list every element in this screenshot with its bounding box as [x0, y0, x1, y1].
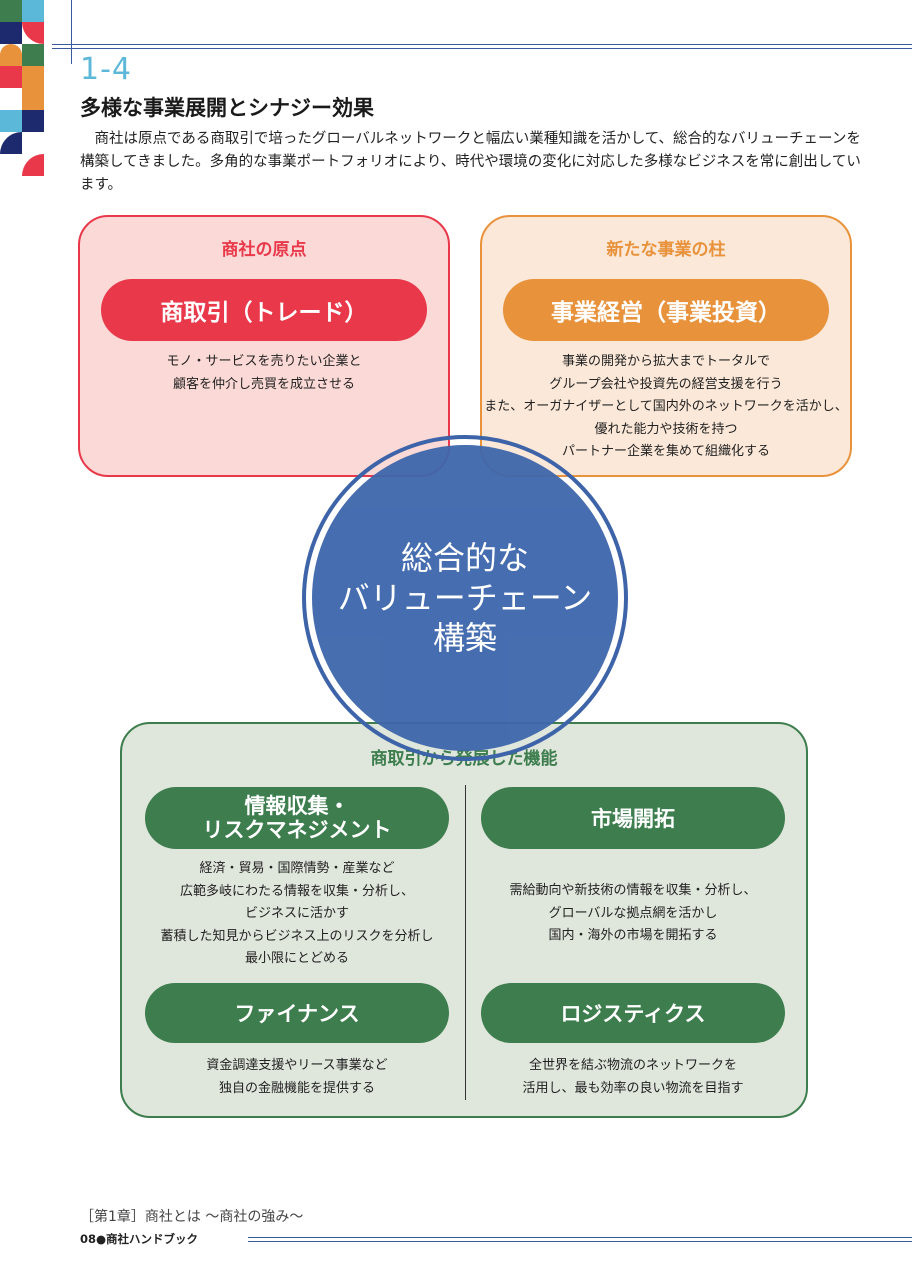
- logistics-pill: ロジスティクス: [481, 983, 785, 1043]
- origin-line: 顧客を仲介し売買を成立させる: [172, 376, 355, 392]
- functions-divider: [465, 785, 466, 1100]
- origin-description: モノ・サービスを売りたい企業と 顧客を仲介し売買を成立させる: [80, 351, 448, 396]
- pillar-box: 新たな事業の柱 事業経営（事業投資） 事業の開発から拡大までトータルで グループ…: [480, 215, 852, 477]
- info-line: 経済・貿易・国際情勢・産業など: [199, 861, 395, 876]
- market-pill: 市場開拓: [481, 787, 785, 849]
- info-pill-line: 情報収集・: [244, 794, 350, 818]
- pillar-line: 優れた能力や技術を持つ: [594, 421, 738, 437]
- info-line: 最小限にとどめる: [244, 951, 349, 966]
- center-circle-ring: [302, 435, 628, 761]
- trade-pill: 商取引（トレード）: [101, 279, 427, 341]
- pillar-heading: 新たな事業の柱: [606, 240, 726, 260]
- corner-decoration: [0, 0, 44, 176]
- center-line: 総合的な: [400, 539, 529, 577]
- logistics-line: 活用し、最も効率の良い物流を目指す: [522, 1080, 744, 1096]
- finance-line: 資金調達支援やリース事業など: [206, 1058, 388, 1073]
- pillar-line: 事業の開発から拡大までトータルで: [561, 354, 770, 369]
- header-rule-2: [52, 48, 912, 49]
- market-line: グローバルな拠点網を活かし: [548, 905, 718, 921]
- pillar-description: 事業の開発から拡大までトータルで グループ会社や投資先の経営支援を行う また、オ…: [482, 351, 850, 464]
- intro-paragraph: 商社は原点である商取引で培ったグローバルネットワークと幅広い業種知識を活かして、…: [80, 131, 861, 193]
- market-line: 需給動向や新技術の情報を収集・分析し、: [509, 883, 757, 898]
- header-rule: [52, 44, 912, 45]
- pillar-line: また、オーガナイザーとして国内外のネットワークを活かし、: [484, 399, 848, 414]
- market-description: 需給動向や新技術の情報を収集・分析し、 グローバルな拠点網を活かし 国内・海外の…: [458, 880, 808, 948]
- section-number: 1-4: [80, 52, 132, 87]
- center-line: バリューチェーン: [337, 579, 593, 617]
- finance-pill: ファイナンス: [145, 983, 449, 1043]
- market-line: 国内・海外の市場を開拓する: [548, 928, 718, 943]
- pillar-line: グループ会社や投資先の経営支援を行う: [549, 376, 783, 392]
- functions-box: 商取引から発展した機能 情報収集・ リスクマネジメント 経済・貿易・国際情勢・産…: [120, 722, 808, 1118]
- footer-rule: [248, 1237, 912, 1238]
- info-line: 蓄積した知見からビジネス上のリスクを分析し: [160, 928, 434, 944]
- info-line: ビジネスに活かす: [244, 906, 349, 921]
- origin-line: モノ・サービスを売りたい企業と: [166, 354, 362, 369]
- info-line: 広範多岐にわたる情報を収集・分析し、: [179, 883, 414, 899]
- finance-description: 資金調達支援やリース事業など 独自の金融機能を提供する: [122, 1055, 472, 1100]
- value-chain-circle: 総合的な バリューチェーン 構築: [312, 445, 618, 751]
- origin-heading: 商社の原点: [221, 240, 307, 260]
- pillar-line: パートナー企業を集めて組織化する: [561, 444, 770, 459]
- footer-rule-2: [248, 1241, 912, 1242]
- info-risk-pill: 情報収集・ リスクマネジメント: [145, 787, 449, 849]
- page-number: 08●商社ハンドブック: [80, 1232, 199, 1246]
- origin-box: 商社の原点 商取引（トレード） モノ・サービスを売りたい企業と 顧客を仲介し売買…: [78, 215, 450, 477]
- info-description: 経済・貿易・国際情勢・産業など 広範多岐にわたる情報を収集・分析し、 ビジネスに…: [122, 858, 472, 971]
- logistics-line: 全世界を結ぶ物流のネットワークを: [528, 1058, 737, 1073]
- finance-line: 独自の金融機能を提供する: [218, 1080, 375, 1096]
- chapter-label: ［第1章］商社とは ～商社の強み～: [80, 1209, 304, 1225]
- section-title: 多様な事業展開とシナジー効果: [80, 96, 374, 120]
- header-vertical-rule: [71, 0, 72, 64]
- business-management-pill: 事業経営（事業投資）: [503, 279, 829, 341]
- info-pill-line: リスクマネジメント: [202, 818, 392, 842]
- logistics-description: 全世界を結ぶ物流のネットワークを 活用し、最も効率の良い物流を目指す: [458, 1055, 808, 1100]
- center-line: 構築: [432, 619, 497, 657]
